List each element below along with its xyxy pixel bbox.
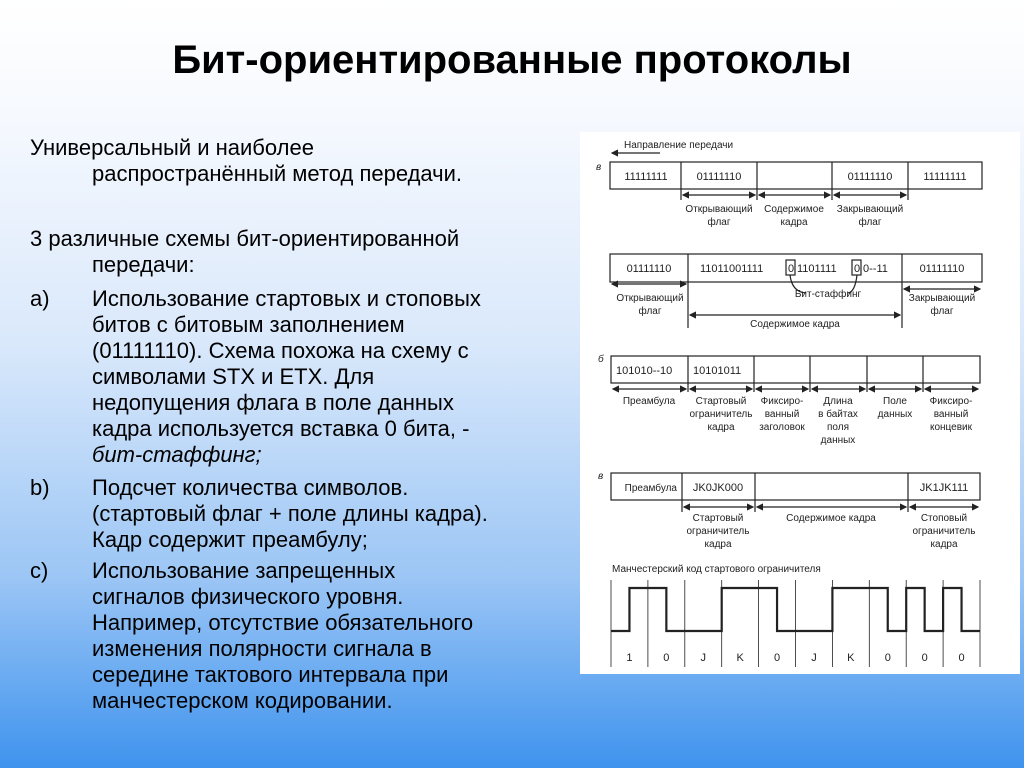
text-line: символами STX и ETX. Для [92,364,375,389]
manchester-title: Манчестерский код стартового ограничител… [612,564,821,575]
field-label: Содержимое кадра [786,513,876,524]
manchester-symbol: J [701,652,707,664]
text-line: Универсальный и наиболее [30,135,314,160]
frame-diagram: Направление передачи в 11111111 01111110… [580,132,1020,674]
text-line: изменения полярности сигнала в [92,636,432,661]
manchester-symbol: J [811,652,817,664]
field-label: Содержимое кадра [750,319,840,330]
manchester-symbol: 1 [626,652,632,664]
stuffed-bit: 0 [854,263,860,275]
row-label: б [598,353,604,365]
text-line: распространённый метод передачи. [92,161,463,186]
field-label: Преамбула [623,395,676,407]
cell-text: 01111110 [848,171,893,183]
field-label: Открывающий [685,204,752,215]
text-line: Использование стартовых и стоповых [92,286,481,311]
cell-text: JK0JK000 [693,482,743,494]
frame-diagram-svg: Направление передачи в 11111111 01111110… [596,140,983,667]
row-label: в [596,162,601,173]
frame-stuffing-box [609,253,983,283]
direction-label: Направление передачи [624,140,733,151]
cell-text: 101010--10 [616,365,672,377]
text-line: битов с битовым заполнением [92,312,405,337]
text-line: недопущения флага в поле данных [92,390,454,415]
list-marker: c) [30,558,49,583]
list-marker: a) [30,286,50,311]
field-label: флаг [858,216,881,228]
field-label: кадра [780,217,808,228]
field-label: флаг [638,305,661,317]
text-line: 3 различные схемы бит-ориентированной [30,226,460,251]
cell-text: 11011001111 [700,263,763,275]
text-line: Подсчет количества символов. [92,475,409,500]
bit-stuffing-label: Бит-стаффинг [795,288,862,300]
field-label: концевик [930,422,973,433]
text-line: (стартовый флаг + поле длины кадра). [92,501,488,526]
manchester-symbol: K [847,652,855,664]
stuffed-bit: 0 [788,263,794,275]
field-label: Фиксиро- [761,396,804,407]
field-label: кадра [707,422,735,433]
cell-text: 10101011 [693,365,741,377]
text-line: кадра используется вставка 0 бита, - [92,416,470,441]
manchester-symbol: K [736,652,744,664]
frame-b-box [610,355,981,384]
manchester-waveform [611,586,980,633]
field-label: данных [878,409,913,420]
cell-text: 01111110 [627,263,672,275]
cell-text: 01111110 [920,263,965,275]
manchester-symbol: 0 [774,652,780,664]
field-label: Закрывающий [909,293,975,304]
field-label: флаг [930,305,953,317]
field-label: Открывающий [616,293,683,304]
field-label: Стартовый [696,396,747,407]
text-line: Использование запрещенных [92,558,396,583]
manchester-symbol: 0 [663,652,669,664]
field-label: флаг [707,216,730,228]
manchester-symbol: 0 [885,652,891,664]
field-label: Стартовый [693,513,744,524]
field-label: ванный [934,409,969,420]
slide-title: Бит-ориентированные протоколы [172,38,852,82]
text-line: сигналов физического уровня. [92,584,404,609]
text-line: Кадр содержит преамбулу; [92,527,368,552]
field-label: ограничитель [913,526,976,537]
field-label: ограничитель [687,526,750,537]
cell-text: 01111110 [697,171,742,183]
field-label: Поле [883,396,907,407]
field-label: в байтах [818,408,858,420]
text-line: Например, отсутствие обязательного [92,610,474,635]
text-line: середине тактового интервала при [92,662,449,687]
field-label: Стоповый [921,513,967,524]
text-line: манчестерском кодировании. [92,688,393,713]
field-label: ограничитель [690,409,753,420]
cell-text: 0--11 [863,263,888,275]
cell-text: 11111111 [923,171,966,183]
text-line: (01111110). Схема похожа на схему с [92,338,469,363]
text-line-italic: бит-стаффинг; [92,442,262,467]
frame-a-box [609,161,983,190]
row-label: в [598,471,603,482]
cell-text: 11111111 [624,171,667,183]
field-label: кадра [930,539,958,550]
manchester-symbol: 0 [922,652,928,664]
cell-text: Преамбула [625,482,678,494]
cell-text: 1101111 [797,263,837,275]
field-label: Длина [823,396,853,407]
field-label: кадра [704,539,732,550]
cell-text: JK1JK111 [920,482,969,494]
manchester-symbol: 0 [958,652,964,664]
field-label: данных [821,435,856,446]
field-label: ванный [765,409,800,420]
field-label: Содержимое [764,204,824,215]
text-line: передачи: [92,252,195,277]
field-label: поля [827,422,849,433]
field-label: Закрывающий [837,204,903,215]
frame-c-box [610,472,981,501]
list-marker: b) [30,475,50,500]
field-label: заголовок [759,422,805,433]
field-label: Фиксиро- [930,396,973,407]
